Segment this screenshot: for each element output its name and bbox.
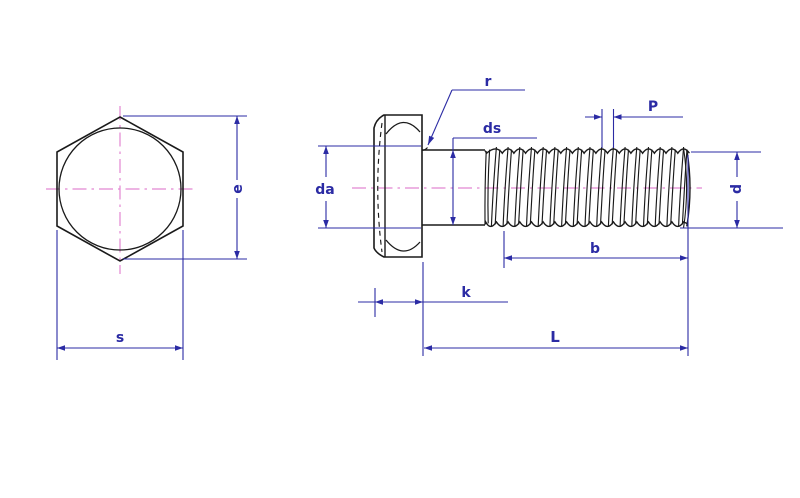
thread-flank xyxy=(658,149,665,225)
thread-flank xyxy=(607,146,614,227)
arrow-l-left xyxy=(424,345,432,351)
thread-flank xyxy=(599,149,606,225)
thread-flank xyxy=(502,146,509,227)
thread-flank xyxy=(549,146,556,227)
thread-crest-top xyxy=(484,148,690,155)
thread-flank xyxy=(541,149,548,225)
thread-flank xyxy=(646,149,653,225)
arrow-r-leader xyxy=(428,135,435,145)
dimension-labels: e s da ds r P d b k L xyxy=(116,74,745,346)
arrow-k-left xyxy=(375,299,383,305)
dim-label-d: d xyxy=(729,184,745,194)
thread-flank xyxy=(537,146,544,227)
head-hidden-arc xyxy=(377,122,383,253)
dimension-lines xyxy=(56,89,783,360)
thread-flank xyxy=(611,149,618,225)
thread-flank xyxy=(678,146,685,227)
arrow-e-up xyxy=(234,116,240,124)
thread-flank xyxy=(588,149,594,225)
centerlines xyxy=(46,106,702,274)
thread-region xyxy=(484,146,690,228)
thread-flank xyxy=(529,149,536,225)
arrow-da-down xyxy=(323,220,329,228)
thread-flank xyxy=(642,146,650,227)
head-chamfer-arc-bottom xyxy=(385,239,421,252)
arrow-da-up xyxy=(323,146,329,154)
dim-label-da: da xyxy=(315,182,334,198)
arrow-ds-down xyxy=(450,217,456,225)
arrow-d-up xyxy=(734,152,740,160)
dim-label-b: b xyxy=(590,241,600,257)
thread-flank xyxy=(561,146,568,227)
chamfer-circle xyxy=(58,127,182,251)
dim-label-ds: ds xyxy=(483,121,501,137)
thread-flank xyxy=(681,149,688,225)
dim-label-s: s xyxy=(116,330,124,346)
thread-flank xyxy=(494,149,501,225)
thread-flank xyxy=(635,149,641,225)
thread-flank xyxy=(631,146,638,227)
front-view xyxy=(56,116,184,262)
thread-flank xyxy=(654,146,661,227)
thread-runout xyxy=(487,149,491,224)
dim-label-r: r xyxy=(485,74,492,90)
arrow-p-right xyxy=(594,114,602,120)
thread-flank xyxy=(514,146,521,227)
arrow-d-down xyxy=(734,220,740,228)
side-view xyxy=(373,114,691,258)
thread-flank xyxy=(506,149,513,225)
thread-flank xyxy=(525,146,533,227)
dimension-arrowheads xyxy=(57,114,740,351)
thread-flank xyxy=(576,149,583,225)
thread-flank xyxy=(619,146,626,227)
head-chamfer-arc-top xyxy=(385,121,421,135)
thread-crest-bottom xyxy=(484,219,689,228)
thread-flank xyxy=(596,146,603,227)
thread-runout xyxy=(484,150,487,225)
arrow-ds-up xyxy=(450,150,456,158)
arrow-p-left xyxy=(613,114,622,120)
thread-flank xyxy=(670,149,676,225)
dim-label-l: L xyxy=(550,328,560,346)
thread-flank xyxy=(490,146,497,227)
arrow-s-left xyxy=(57,345,65,351)
hex-head-outline xyxy=(56,116,184,262)
thread-flank xyxy=(553,149,559,225)
dim-r-leader xyxy=(427,89,453,146)
arrow-s-right xyxy=(175,345,183,351)
thread-flank xyxy=(584,146,591,227)
bolt-end-inner-arc xyxy=(683,148,688,228)
bolt-head-outline xyxy=(373,114,423,258)
arrow-b-left xyxy=(504,255,512,261)
thread-flank xyxy=(623,149,630,225)
dim-label-e: e xyxy=(230,184,246,194)
underhead-fillet xyxy=(421,147,428,152)
thread-flank xyxy=(666,146,673,227)
thread-flank xyxy=(518,149,524,225)
thread-flank xyxy=(564,149,571,225)
dim-label-k: k xyxy=(461,285,471,301)
arrow-l-right xyxy=(680,345,688,351)
thread-flank xyxy=(572,146,579,227)
arrow-k-right xyxy=(415,299,423,305)
arrow-e-down xyxy=(234,251,240,259)
arrow-b-right xyxy=(680,255,688,261)
dim-label-p: P xyxy=(648,99,658,115)
